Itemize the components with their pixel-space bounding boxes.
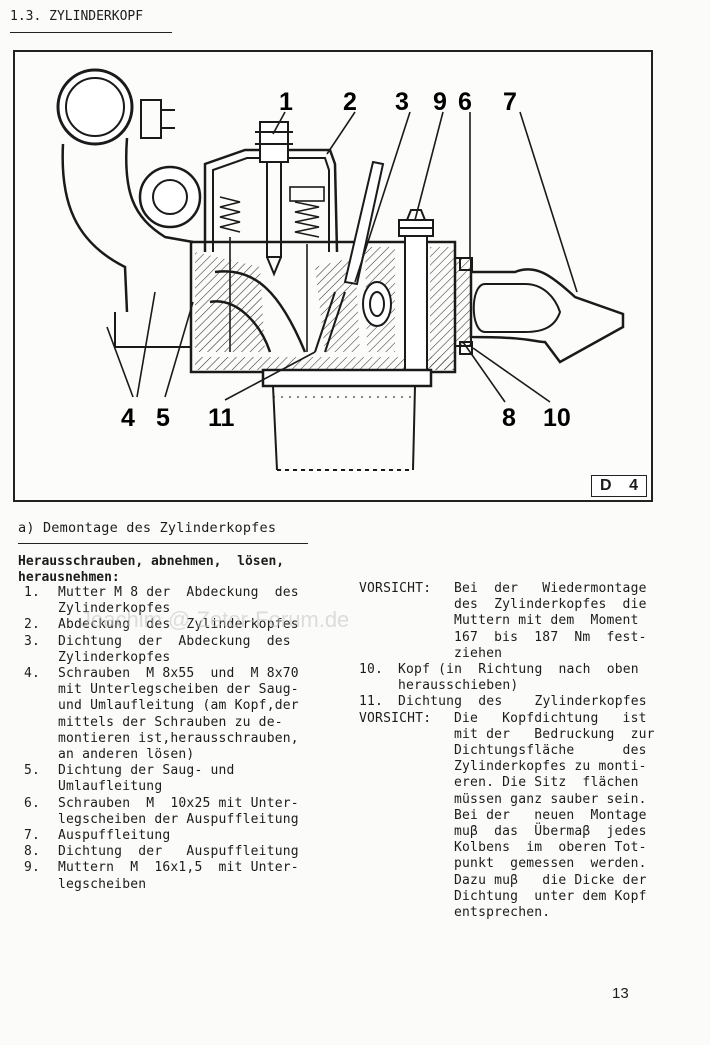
item-text-line: Mutter M 8 der Abdeckung des bbox=[58, 585, 299, 600]
engine-block bbox=[261, 368, 433, 471]
item-text-line: an anderen lösen) bbox=[58, 747, 195, 762]
item-number: 2. bbox=[23, 617, 40, 633]
item-text-line: Muttern M 16x1,5 mit Unter- bbox=[58, 860, 299, 876]
rocker-cover bbox=[203, 121, 339, 277]
callout-11: 11 bbox=[208, 404, 235, 432]
item-text-line: Schrauben M 8x55 und M 8x70 bbox=[58, 666, 299, 681]
warning-text-line: Dazu muβ die Dicke der bbox=[454, 872, 647, 888]
item-number: 6. bbox=[23, 795, 40, 811]
warning-text-line: Bei der Wiedermontage bbox=[454, 581, 647, 596]
section-title: 1.3. ZYLINDERKOPF bbox=[10, 9, 144, 24]
warning-text-line: Zylinderkopfes zu monti- bbox=[454, 759, 647, 775]
warning-text-line: 167 bis 187 Nm fest- bbox=[454, 629, 647, 645]
subsection-underline bbox=[18, 543, 308, 544]
callout-6: 6 bbox=[458, 88, 472, 116]
item-text-line: Abdeckung des Zylinderkopfes bbox=[58, 617, 299, 633]
warning-text-line: ziehen bbox=[454, 645, 503, 661]
item-text-line: Dichtung der Auspuffleitung bbox=[58, 844, 299, 860]
item-text-line: mittels der Schrauben zu de- bbox=[58, 714, 283, 730]
watermark: Joachim @ Zetor-Forum.de bbox=[80, 607, 350, 632]
callout-3: 3 bbox=[395, 88, 409, 116]
warning-text-line: Dichtungsfläche des bbox=[454, 743, 647, 758]
warning-text-line: entsprechen. bbox=[454, 905, 551, 920]
warning-text-line: Kolbens im oberen Tot- bbox=[454, 840, 647, 856]
bypass-pipe bbox=[138, 165, 202, 229]
cylinder-head-drawing: 1 2 3 9 6 7 4 5 11 8 10 bbox=[56, 68, 625, 471]
page-number: 13 bbox=[612, 985, 629, 1002]
warning-text-line: mit der Bedruckung zur bbox=[454, 726, 655, 742]
callout-8: 8 bbox=[502, 404, 516, 432]
warning-text-line: des Zylinderkopfes die bbox=[454, 597, 647, 613]
item-text-line: Kopf (in Richtung nach oben bbox=[398, 662, 639, 677]
warning-text-line: Dichtung unter dem Kopf bbox=[454, 888, 647, 904]
push-rod-tube bbox=[314, 160, 385, 353]
actions-heading: Herausschrauben, abnehmen, lösen, heraus… bbox=[18, 554, 284, 586]
item-text-line: Schrauben M 10x25 mit Unter- bbox=[58, 795, 299, 811]
figure-id-letter: D bbox=[600, 477, 612, 494]
item-number: 4. bbox=[23, 666, 40, 681]
item-text-line: Dichtung der Abdeckung des bbox=[58, 633, 291, 649]
warning-text-line: punkt gemessen werden. bbox=[454, 856, 647, 872]
item-text-line: Auspuffleitung bbox=[58, 828, 171, 843]
item-number: 7. bbox=[23, 828, 40, 843]
subsection-heading: a) Demontage des Zylinderkopfes bbox=[18, 520, 277, 536]
warning-text-line: Die Kopfdichtung ist bbox=[454, 710, 647, 726]
actions-heading-line-1: Herausschrauben, abnehmen, lösen, bbox=[18, 554, 285, 569]
item-number: 11. bbox=[359, 694, 384, 710]
intake-pipe bbox=[56, 68, 194, 348]
callout-labels: 1 2 3 9 6 7 4 5 11 8 10 bbox=[121, 88, 571, 432]
warning-text-line: Muttern mit dem Moment bbox=[454, 613, 639, 629]
item-text-line: und Umlaufleitung (am Kopf,der bbox=[58, 698, 299, 714]
actions-heading-line-2: herausnehmen: bbox=[18, 570, 120, 585]
item-number: 10. bbox=[359, 662, 384, 677]
warning-text-line: müssen ganz sauber sein. bbox=[454, 791, 647, 807]
item-number: 5. bbox=[23, 763, 40, 779]
head-stud bbox=[398, 209, 434, 373]
callout-7: 7 bbox=[503, 88, 517, 116]
exhaust-manifold bbox=[454, 257, 625, 364]
item-text-line: legscheiben bbox=[58, 876, 147, 892]
item-text-line: Umlaufleitung bbox=[58, 779, 163, 795]
figure-id-box: D 4 bbox=[591, 475, 647, 497]
warning-label: VORSICHT: bbox=[359, 581, 432, 596]
item-number: 8. bbox=[23, 844, 40, 860]
item-number: 3. bbox=[23, 633, 40, 649]
item-text-line: Zylinderkopfes bbox=[58, 649, 171, 665]
item-text-line: herausschieben) bbox=[398, 678, 519, 694]
callout-1: 1 bbox=[279, 88, 293, 116]
leader-lines bbox=[106, 111, 578, 403]
warning-label: VORSICHT: bbox=[359, 710, 432, 726]
cylinder-head-figure: 1 2 3 9 6 7 4 5 11 8 10 D 4 bbox=[13, 50, 653, 502]
callout-5: 5 bbox=[156, 404, 170, 432]
warning-text-line: eren. Die Sitz flächen bbox=[454, 775, 639, 791]
item-text-line: montieren ist,herausschrauben, bbox=[58, 730, 299, 746]
item-text-line: Dichtung des Zylinderkopfes bbox=[398, 694, 647, 710]
callout-4: 4 bbox=[121, 404, 135, 432]
warning-text-line: muβ das Übermaβ jedes bbox=[454, 824, 647, 839]
section-underline bbox=[10, 32, 172, 33]
callout-2: 2 bbox=[343, 88, 357, 116]
item-text-line: Zylinderkopfes bbox=[58, 601, 171, 617]
callout-9: 9 bbox=[433, 88, 447, 116]
warning-text-line: Bei der neuen Montage bbox=[454, 807, 647, 823]
item-text-line: mit Unterlegscheiben der Saug- bbox=[58, 682, 299, 698]
item-number: 9. bbox=[23, 860, 40, 876]
item-number: 1. bbox=[23, 585, 40, 600]
item-text-line: legscheiben der Auspuffleitung bbox=[58, 811, 299, 827]
item-text-line: Dichtung der Saug- und bbox=[58, 763, 235, 779]
figure-id-number: 4 bbox=[629, 477, 638, 494]
callout-10: 10 bbox=[543, 404, 571, 432]
